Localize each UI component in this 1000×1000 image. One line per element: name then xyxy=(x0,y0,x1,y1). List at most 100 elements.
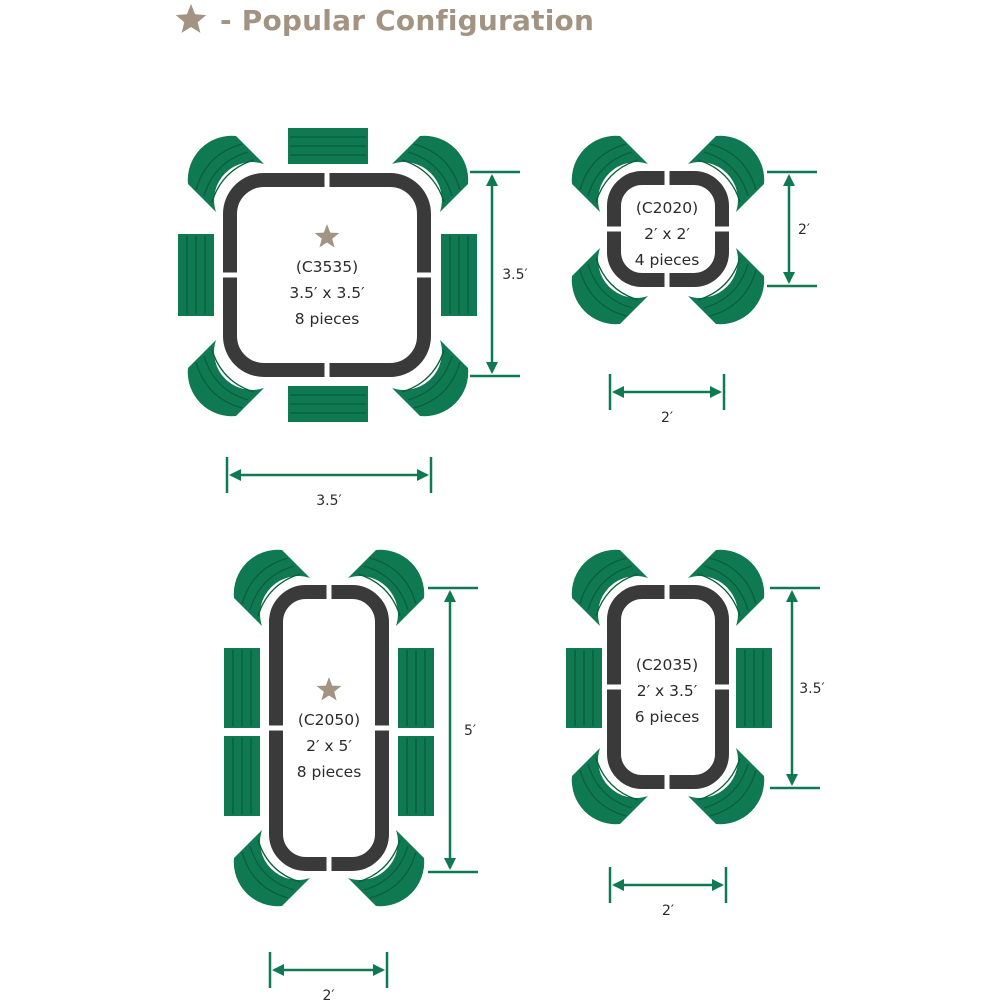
corner-ridge xyxy=(595,757,639,801)
arrow-head xyxy=(612,879,624,891)
corner-ridge xyxy=(369,557,417,605)
depth-label: 2′ xyxy=(798,222,810,238)
corner-seat xyxy=(187,135,264,212)
corner-ridge xyxy=(241,851,289,899)
frame-joint xyxy=(605,226,623,232)
arrow-head xyxy=(229,469,241,481)
depth-dimension: 3.5′ xyxy=(470,170,528,378)
config-size: 2′ x 5′ xyxy=(306,737,352,755)
corner-seat xyxy=(571,135,648,212)
bench-seat xyxy=(398,648,434,728)
corner-ridge xyxy=(211,349,255,393)
legend: - Popular Configuration xyxy=(174,2,594,38)
corner-ridge xyxy=(257,839,301,883)
frame-joint xyxy=(664,169,670,187)
corner-ridge xyxy=(363,845,409,891)
depth-label: 3.5′ xyxy=(799,681,824,697)
corner-ridge xyxy=(249,565,295,611)
corner-ridge xyxy=(357,839,401,883)
arrow-head xyxy=(417,469,429,481)
corner-seat xyxy=(571,549,648,626)
legend-text: - Popular Configuration xyxy=(220,3,595,37)
bench-seat xyxy=(288,386,368,422)
corner-seat-body xyxy=(571,135,648,212)
frame-joint xyxy=(267,725,285,731)
corner-seat-body xyxy=(392,135,469,212)
corner-ridge xyxy=(401,349,445,393)
corner-ridge xyxy=(579,769,627,817)
arrow-head xyxy=(486,174,498,186)
corner-ridge xyxy=(203,151,249,197)
corner-seat-body xyxy=(688,248,765,325)
corner-seat xyxy=(187,340,264,417)
corner-ridge xyxy=(401,159,445,203)
corner-ridge xyxy=(703,263,749,309)
arrow-head xyxy=(444,590,456,602)
config-pieces: 8 pieces xyxy=(295,310,360,328)
corner-ridge xyxy=(587,565,633,611)
config-code: (C2020) xyxy=(636,199,698,217)
corner-seat-body xyxy=(392,340,469,417)
frame-joint xyxy=(415,272,433,278)
config-size: 2′ x 3.5′ xyxy=(637,682,698,700)
corner-seat xyxy=(348,549,425,626)
corner-ridge xyxy=(257,573,301,617)
depth-label: 5′ xyxy=(464,723,476,739)
star-icon xyxy=(316,677,342,701)
width-dimension: 2′ xyxy=(268,952,389,1000)
corner-ridge xyxy=(363,565,409,611)
corner-seat xyxy=(688,748,765,825)
table-frame xyxy=(267,583,391,873)
corner-ridge xyxy=(709,143,757,191)
corner-seat xyxy=(233,830,310,907)
config-size: 2′ x 2′ xyxy=(644,225,690,243)
corner-ridge xyxy=(697,757,741,801)
bench-seat xyxy=(288,128,368,164)
corner-seat-body xyxy=(233,830,310,907)
corner-ridge xyxy=(697,573,741,617)
bench-seat xyxy=(441,234,477,316)
table-frame xyxy=(221,171,433,379)
arrow-head xyxy=(783,272,795,284)
frame-joint xyxy=(713,226,731,232)
width-label: 2′ xyxy=(661,410,673,426)
corner-ridge xyxy=(595,257,639,301)
table-frame xyxy=(605,583,731,791)
width-label: 2′ xyxy=(322,988,334,1000)
config-pieces: 6 pieces xyxy=(635,708,700,726)
config-pieces: 8 pieces xyxy=(297,763,362,781)
bench-seat xyxy=(224,648,260,728)
frame-joint xyxy=(324,361,330,379)
bench-seat xyxy=(566,648,602,728)
corner-ridge xyxy=(709,557,757,605)
corner-seat-body xyxy=(571,549,648,626)
config-c2020: (C2020) 2′ x 2′ 4 pieces 2′ 2′ xyxy=(571,135,817,426)
corner-seat-body xyxy=(571,248,648,325)
corner-ridge xyxy=(703,565,749,611)
corner-ridge xyxy=(595,159,639,203)
corner-ridge xyxy=(697,257,741,301)
corner-seat-body xyxy=(348,549,425,626)
depth-dimension: 5′ xyxy=(428,586,478,874)
depth-dimension: 2′ xyxy=(767,170,817,288)
config-code: (C3535) xyxy=(296,258,358,276)
corner-ridge xyxy=(241,557,289,605)
corner-ridge xyxy=(697,159,741,203)
arrow-head xyxy=(272,964,284,976)
bench-seat xyxy=(224,736,260,816)
corner-ridge xyxy=(195,143,243,191)
config-size: 3.5′ x 3.5′ xyxy=(289,284,365,302)
arrow-head xyxy=(444,858,456,870)
frame-joint xyxy=(664,773,670,791)
corner-seat xyxy=(233,549,310,626)
frame-joint xyxy=(664,583,670,601)
frame-joint xyxy=(326,855,332,873)
arrow-head xyxy=(373,964,385,976)
width-dimension: 3.5′ xyxy=(225,457,433,509)
corner-ridge xyxy=(587,763,633,809)
corner-ridge xyxy=(407,355,453,401)
config-pieces: 4 pieces xyxy=(635,251,700,269)
corner-ridge xyxy=(703,763,749,809)
